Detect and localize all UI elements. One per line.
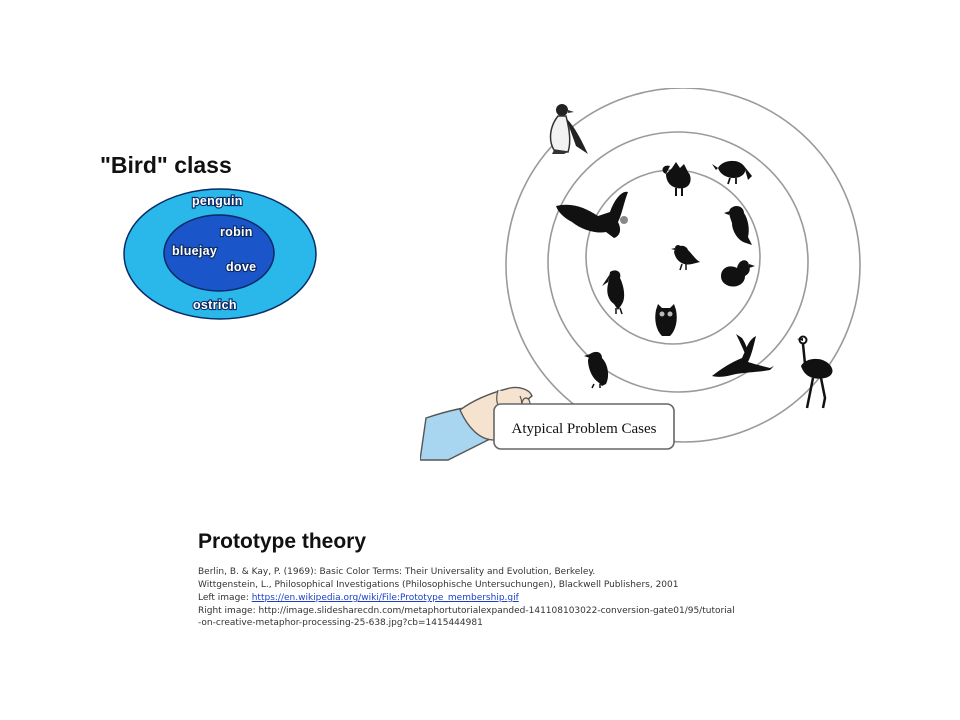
duck-icon xyxy=(721,260,755,287)
sparrow-icon xyxy=(671,245,700,271)
reference-berlin-kay: Berlin, B. & Kay, P. (1969): Basic Color… xyxy=(198,567,596,577)
penguin-icon xyxy=(549,104,588,154)
reference-right-image: Right image: http://image.slidesharecdn.… xyxy=(198,606,735,628)
middle-circle xyxy=(547,131,809,393)
crow-icon xyxy=(712,160,752,185)
vulture-icon xyxy=(584,351,609,389)
outer-circle xyxy=(505,88,861,443)
label-dove: dove xyxy=(226,260,256,274)
label-bluejay: bluejay xyxy=(172,244,217,258)
hand-icon xyxy=(420,386,533,461)
reference-wittgenstein: Wittgenstein, L., Philosophical Investig… xyxy=(198,580,679,590)
atypical-callout: Atypical Problem Cases xyxy=(493,403,675,450)
label-robin: robin xyxy=(220,225,253,239)
slide-title: Prototype theory xyxy=(198,530,367,553)
label-penguin: penguin xyxy=(192,194,243,208)
reference-left-image: Left image: https://en.wikipedia.org/wik… xyxy=(198,593,738,605)
references-list: Berlin, B. & Kay, P. (1969): Basic Color… xyxy=(198,567,738,631)
heron-icon xyxy=(712,334,774,377)
ostrich-icon xyxy=(797,335,833,409)
bird-venn-svg: penguin robin bluejay dove ostrich xyxy=(123,188,317,320)
atypical-callout-label: Atypical Problem Cases xyxy=(512,421,657,437)
pelican-icon xyxy=(602,270,625,315)
prototype-circles-diagram: Atypical Problem Cases xyxy=(420,88,861,461)
reference-left-image-link[interactable]: https://en.wikipedia.org/wiki/File:Proto… xyxy=(251,593,519,603)
reference-left-image-prefix: Left image: xyxy=(198,593,252,603)
bird-class-diagram: "Bird" class penguin robin bluejay dove … xyxy=(100,150,330,325)
bird-class-title: "Bird" class xyxy=(100,152,232,178)
label-ostrich: ostrich xyxy=(193,298,237,312)
eagle-icon xyxy=(556,191,628,238)
owl-icon xyxy=(655,304,677,336)
hen-icon xyxy=(662,162,691,196)
inner-ellipse xyxy=(163,214,275,292)
parrot-icon xyxy=(724,206,752,245)
